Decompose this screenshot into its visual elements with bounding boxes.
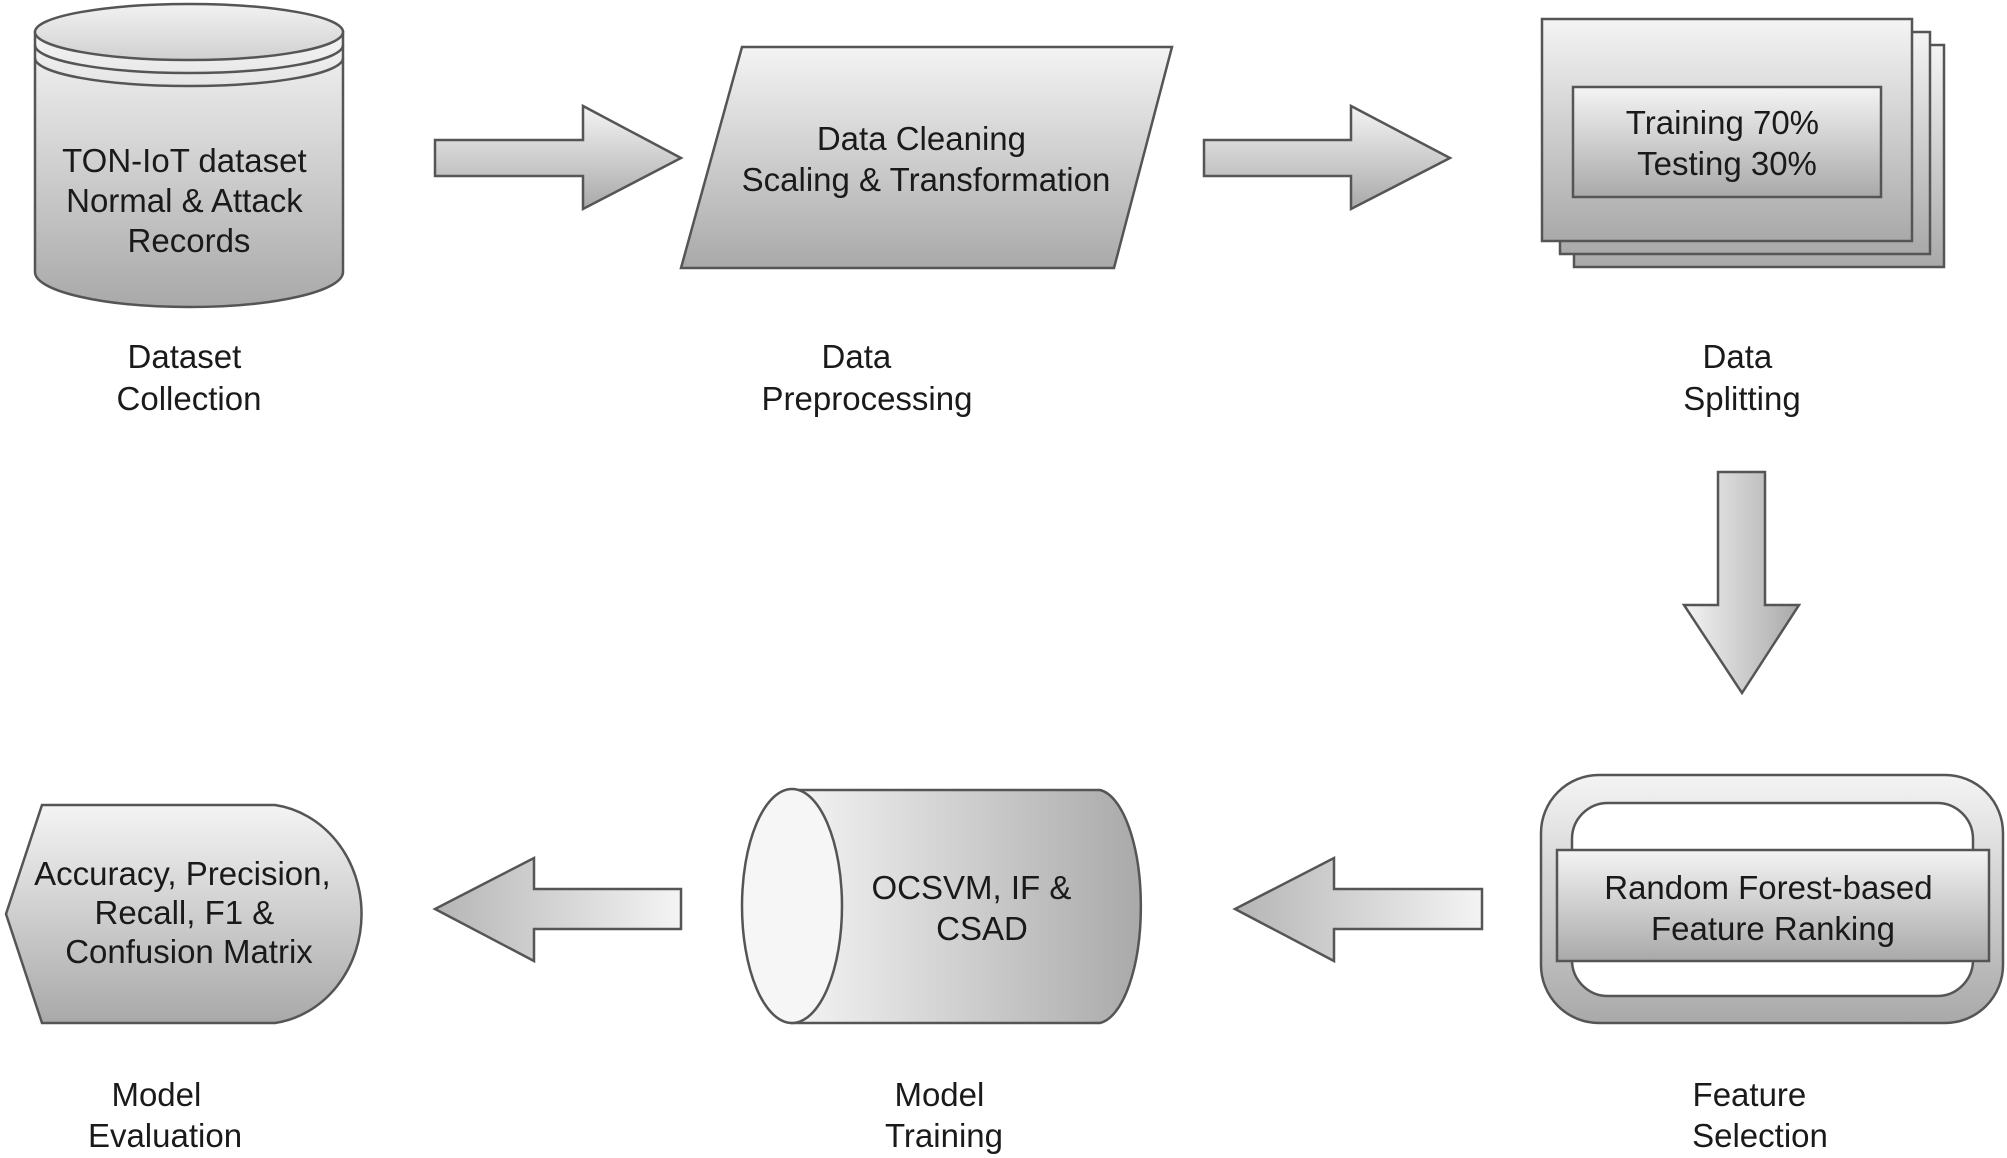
arrow-right-icon	[433, 103, 684, 212]
feature-selection-frame-icon	[1539, 773, 2005, 1025]
model-training-caption: Model Training	[885, 1076, 1003, 1154]
data-splitting-stacked-pages-icon	[1540, 17, 1946, 269]
model-evaluation-caption: Model Evaluation	[88, 1076, 242, 1154]
feature-selection-caption-line: Feature	[1693, 1076, 1807, 1113]
data-splitting-shape-line: Training 70%	[1626, 104, 1819, 141]
model-training-caption-line: Training	[885, 1117, 1003, 1154]
model-evaluation-caption-line: Evaluation	[88, 1117, 242, 1154]
model-evaluation-shape-line: Confusion Matrix	[65, 933, 313, 970]
dataset-collection-caption: Dataset Collection	[117, 338, 262, 417]
data-preprocessing-caption-line: Data	[822, 338, 892, 375]
data-preprocessing-shape-line: Data Cleaning	[817, 120, 1026, 157]
feature-selection-caption-line: Selection	[1692, 1117, 1828, 1154]
feature-selection-shape-text: Random Forest-based Feature Ranking	[1604, 869, 1942, 947]
arrow-left-icon	[1232, 855, 1484, 964]
data-preprocessing-caption-line: Preprocessing	[762, 380, 973, 417]
model-training-shape-text: OCSVM, IF & CSAD	[871, 869, 1080, 947]
model-training-caption-line: Model	[894, 1076, 984, 1113]
model-training-shape-line: OCSVM, IF &	[871, 869, 1071, 906]
data-splitting-caption-line: Data	[1703, 338, 1773, 375]
dataset-collection-caption-line: Collection	[117, 380, 262, 417]
model-training-shape-line: CSAD	[936, 910, 1028, 947]
data-preprocessing-shape-text: Data Cleaning Scaling & Transformation	[742, 120, 1111, 198]
dataset-collection-shape-line: Records	[128, 222, 251, 259]
data-preprocessing-parallelogram-icon	[679, 45, 1174, 270]
model-evaluation-shape-line: Accuracy, Precision,	[34, 855, 330, 892]
data-preprocessing-caption: Data Preprocessing	[762, 338, 973, 417]
dataset-collection-shape-line: TON-IoT dataset	[62, 142, 307, 179]
dataset-collection-shape-text: TON-IoT dataset Normal & Attack Records	[62, 142, 316, 259]
dataset-collection-database-icon	[33, 2, 345, 309]
feature-selection-shape-line: Random Forest-based	[1604, 869, 1932, 906]
arrow-left-icon	[432, 855, 683, 964]
arrow-down-icon	[1681, 470, 1802, 696]
arrow-right-icon	[1202, 103, 1453, 212]
model-evaluation-display-icon	[4, 803, 363, 1025]
model-evaluation-caption-line: Model	[111, 1076, 201, 1113]
dataset-collection-shape-line: Normal & Attack	[66, 182, 303, 219]
data-splitting-caption: Data Splitting	[1683, 338, 1800, 417]
feature-selection-caption: Feature Selection	[1692, 1076, 1828, 1154]
data-splitting-caption-line: Splitting	[1683, 380, 1800, 417]
dataset-collection-caption-line: Dataset	[128, 338, 242, 375]
model-evaluation-shape-line: Recall, F1 &	[95, 894, 275, 931]
data-preprocessing-shape-line: Scaling & Transformation	[742, 161, 1111, 198]
feature-selection-shape-line: Feature Ranking	[1651, 910, 1895, 947]
model-evaluation-shape-text: Accuracy, Precision, Recall, F1 & Confus…	[34, 855, 340, 970]
model-training-cylinder-icon	[740, 787, 1143, 1025]
data-splitting-shape-line: Testing 30%	[1637, 145, 1817, 182]
data-splitting-shape-text: Training 70% Testing 30%	[1626, 104, 1828, 182]
